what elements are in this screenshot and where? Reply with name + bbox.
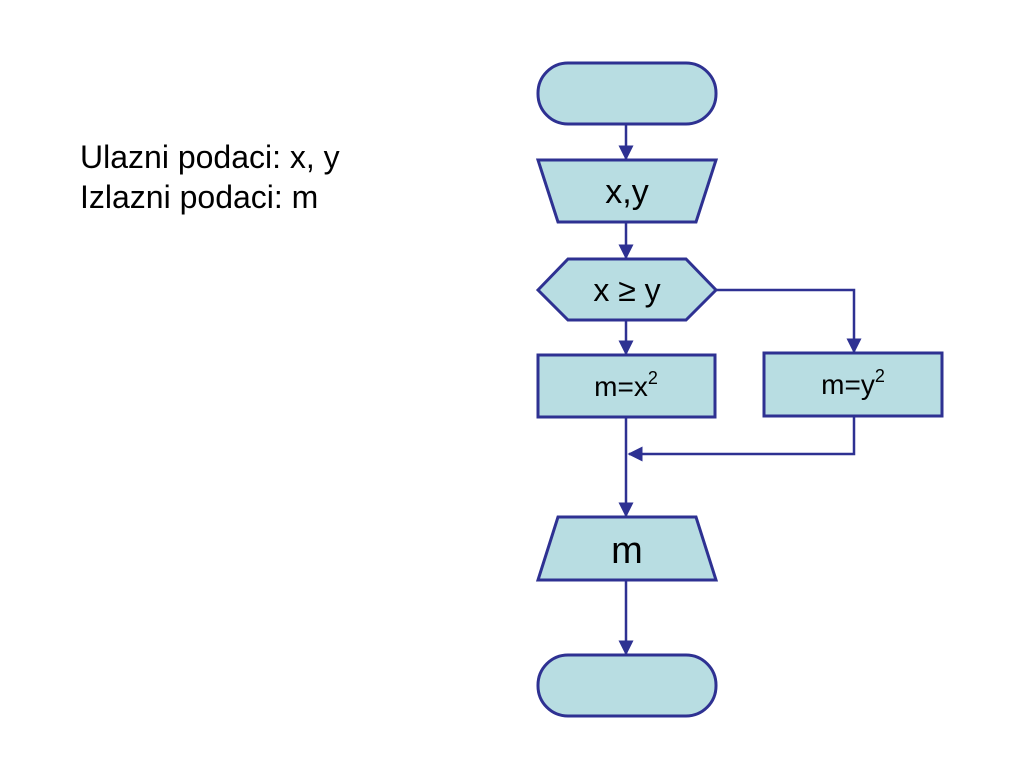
- process-right-label: m=y2: [821, 366, 885, 400]
- process-left-label: m=x2: [594, 368, 658, 402]
- start-terminator: [536, 61, 718, 126]
- process-right-superscript: 2: [875, 366, 885, 386]
- arrow-right-branch-merge: [627, 416, 856, 462]
- process-left-superscript: 2: [648, 368, 658, 388]
- output-trapezoid: [535, 515, 719, 582]
- arrow-condition-to-right-branch: [714, 288, 862, 354]
- condition-label: x ≥ y: [593, 272, 660, 308]
- connectors: [618, 124, 862, 656]
- input-trapezoid: [535, 158, 719, 224]
- input-label: x,y: [605, 173, 648, 211]
- process-right: [762, 351, 944, 418]
- condition-hexagon: [535, 257, 719, 322]
- output-data-line: Izlazni podaci: m: [80, 179, 319, 215]
- input-data-line: Ulazni podaci: x, y: [80, 139, 340, 175]
- process-right-base: m=y: [821, 369, 875, 400]
- output-label: m: [611, 530, 643, 572]
- process-left-base: m=x: [594, 371, 648, 402]
- end-terminator: [536, 653, 718, 718]
- data-description: Ulazni podaci: x, y Izlazni podaci: m: [80, 137, 340, 217]
- process-left: [536, 353, 717, 419]
